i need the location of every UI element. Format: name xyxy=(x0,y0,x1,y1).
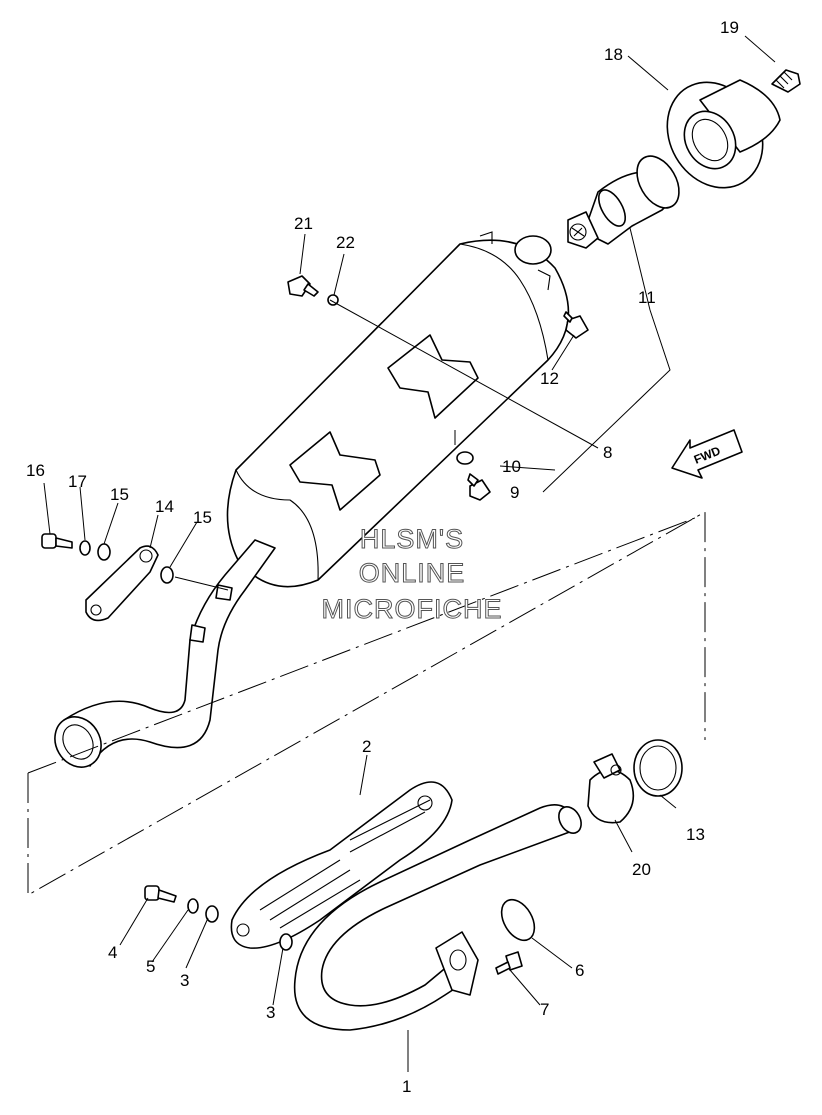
bolt-16 xyxy=(41,533,73,549)
end-cap xyxy=(666,79,781,189)
bolt-7 xyxy=(495,951,523,975)
washer-15b xyxy=(160,566,174,584)
bolt-9 xyxy=(467,473,491,501)
bolt-12 xyxy=(563,311,589,339)
gasket xyxy=(500,898,536,942)
washer-5 xyxy=(187,898,199,914)
callout-9: 9 xyxy=(510,483,519,502)
callouts: 1 2 3 3 4 5 6 7 8 9 10 11 12 13 14 15 15… xyxy=(26,18,739,1096)
watermark: HLSM'S ONLINE MICROFICHE xyxy=(321,524,503,625)
clamp xyxy=(587,753,635,824)
washer-15a xyxy=(97,543,111,561)
callout-12: 12 xyxy=(540,369,559,388)
callout-7: 7 xyxy=(540,1000,549,1019)
watermark-line-3: MICROFICHE xyxy=(322,594,503,624)
washer-10 xyxy=(456,451,474,465)
forward-direction-arrow: FWD xyxy=(671,429,743,479)
callout-3b: 3 xyxy=(266,1003,275,1022)
callout-10: 10 xyxy=(502,457,521,476)
callout-2: 2 xyxy=(362,737,371,756)
callout-11: 11 xyxy=(638,288,656,307)
callout-21: 21 xyxy=(294,214,313,233)
watermark-line-2: ONLINE xyxy=(359,558,466,588)
muffler xyxy=(226,231,570,588)
washer-17 xyxy=(79,540,91,556)
callout-5: 5 xyxy=(146,957,155,976)
callout-4: 4 xyxy=(108,943,117,962)
callout-1: 1 xyxy=(402,1077,411,1096)
head-pipe xyxy=(293,804,582,1031)
washer-3a xyxy=(205,905,219,923)
callout-6: 6 xyxy=(575,961,584,980)
callout-15b: 15 xyxy=(193,508,212,527)
bracket xyxy=(85,545,159,622)
callout-19: 19 xyxy=(720,18,739,37)
bolt-21 xyxy=(287,275,319,297)
watermark-line-1: HLSM'S xyxy=(360,524,464,554)
leader-lines xyxy=(43,35,776,1072)
callout-18: 18 xyxy=(604,45,623,64)
callout-22: 22 xyxy=(336,233,355,252)
callout-20: 20 xyxy=(632,860,651,879)
spark-arrester xyxy=(567,155,680,249)
callout-3a: 3 xyxy=(180,971,189,990)
callout-14: 14 xyxy=(155,497,174,516)
callout-13: 13 xyxy=(686,825,705,844)
assembly-boundary-line xyxy=(27,511,706,896)
sleeve xyxy=(633,739,683,797)
callout-16: 16 xyxy=(26,461,45,480)
cap-bolt xyxy=(771,69,801,93)
callout-17: 17 xyxy=(68,472,87,491)
heat-shield xyxy=(230,781,453,949)
bolt-4 xyxy=(144,885,177,903)
mid-pipe xyxy=(54,539,276,768)
callout-15a: 15 xyxy=(110,485,129,504)
washer-3b xyxy=(279,933,293,951)
callout-8: 8 xyxy=(603,443,612,462)
